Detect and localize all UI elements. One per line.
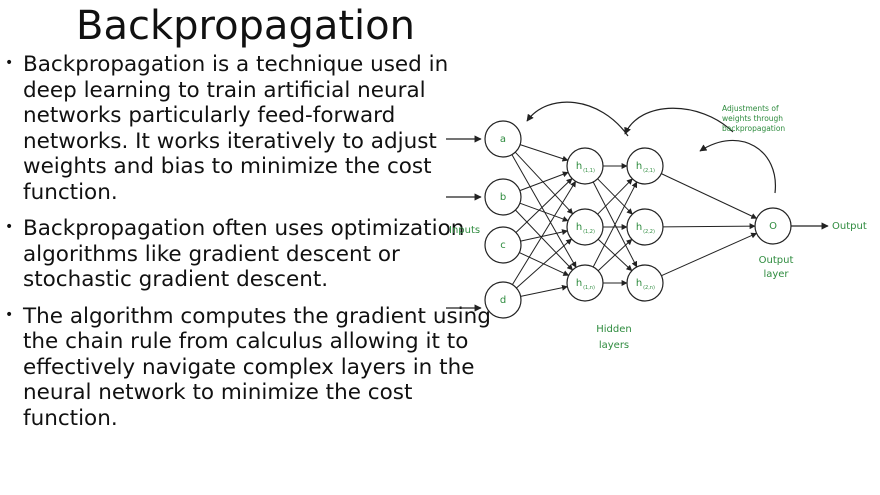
node-label: b	[500, 192, 506, 203]
adjustment-note-3: backpropagation	[722, 124, 785, 133]
bullet-dot-icon: •	[5, 55, 14, 71]
node-subscript: (2,n)	[643, 285, 655, 291]
node-subscript: (1,1)	[583, 168, 595, 174]
node-label: h	[636, 278, 642, 289]
connection-line	[511, 154, 577, 268]
connection-line	[511, 180, 577, 285]
connection-line	[597, 238, 633, 272]
connection-line	[519, 171, 569, 192]
hidden-node: h(1,2)	[566, 208, 604, 246]
node-subscript: (2,1)	[643, 168, 655, 174]
node-label: h	[576, 222, 582, 233]
node-label: h	[576, 278, 582, 289]
connection-line	[519, 202, 569, 222]
bullet-dot-icon: •	[5, 306, 14, 323]
bullet-text: Backpropagation often uses optimization …	[23, 216, 465, 292]
connection-line	[516, 238, 573, 289]
hidden-layers-label-2: layers	[599, 340, 629, 351]
hidden-node: h(2,1)	[626, 147, 664, 185]
connection-line	[592, 181, 638, 268]
node-subscript: (1,2)	[583, 229, 595, 235]
network-nodes: abcdh(1,1)h(1,2)h(1,n)h(2,1)h(2,2)h(2,n)…	[484, 120, 792, 319]
bullet-text: Backpropagation is a technique used in d…	[23, 52, 449, 205]
node-label: h	[636, 222, 642, 233]
input-node: c	[484, 226, 522, 264]
bullet-list: • Backpropagation is a technique used in…	[4, 52, 494, 442]
node-label: a	[500, 134, 506, 145]
slide-title: Backpropagation	[76, 3, 415, 49]
node-label: d	[500, 295, 506, 306]
node-label: h	[636, 161, 642, 172]
bullet-item: • Backpropagation often uses optimizatio…	[4, 216, 494, 293]
input-node: b	[484, 178, 522, 216]
input-node: a	[484, 120, 522, 158]
backprop-arcs	[526, 101, 776, 194]
adjustment-note-2: weights through	[722, 114, 783, 123]
inputs-label: Inputs	[449, 225, 480, 236]
connection-line	[520, 284, 568, 297]
connection-line	[515, 209, 573, 271]
hidden-node: h(2,n)	[626, 264, 664, 302]
hidden-node: h(2,2)	[626, 208, 664, 246]
output-layer-label-2: layer	[763, 269, 789, 280]
input-node: d	[484, 281, 522, 319]
connection-line	[519, 144, 569, 162]
connection-line	[661, 173, 758, 219]
connection-line	[514, 151, 574, 215]
output-layer-label: Output	[759, 255, 794, 266]
node-subscript: (2,2)	[643, 229, 655, 235]
hidden-node: h(1,1)	[566, 147, 604, 185]
bullet-item: • The algorithm computes the gradient us…	[4, 304, 494, 432]
output-node: O	[754, 207, 792, 245]
node-subscript: (1,n)	[583, 285, 595, 291]
input-arrows	[446, 135, 482, 312]
bullet-text: The algorithm computes the gradient usin…	[23, 303, 491, 431]
hidden-node: h(1,n)	[566, 264, 604, 302]
node-label: c	[500, 240, 506, 251]
connection-lines	[511, 144, 758, 297]
connection-line	[662, 223, 756, 230]
connection-line	[597, 178, 633, 215]
output-arrow-label: Output	[832, 221, 867, 232]
adjustment-note: Adjustments of	[722, 104, 779, 113]
connection-line	[661, 232, 758, 277]
node-label: O	[769, 221, 777, 232]
bullet-dot-icon: •	[5, 219, 14, 235]
hidden-layers-label: Hidden	[596, 324, 631, 335]
node-label: h	[576, 161, 582, 172]
bullet-item: • Backpropagation is a technique used in…	[4, 52, 494, 205]
connection-line	[520, 229, 569, 242]
connection-line	[515, 178, 573, 233]
